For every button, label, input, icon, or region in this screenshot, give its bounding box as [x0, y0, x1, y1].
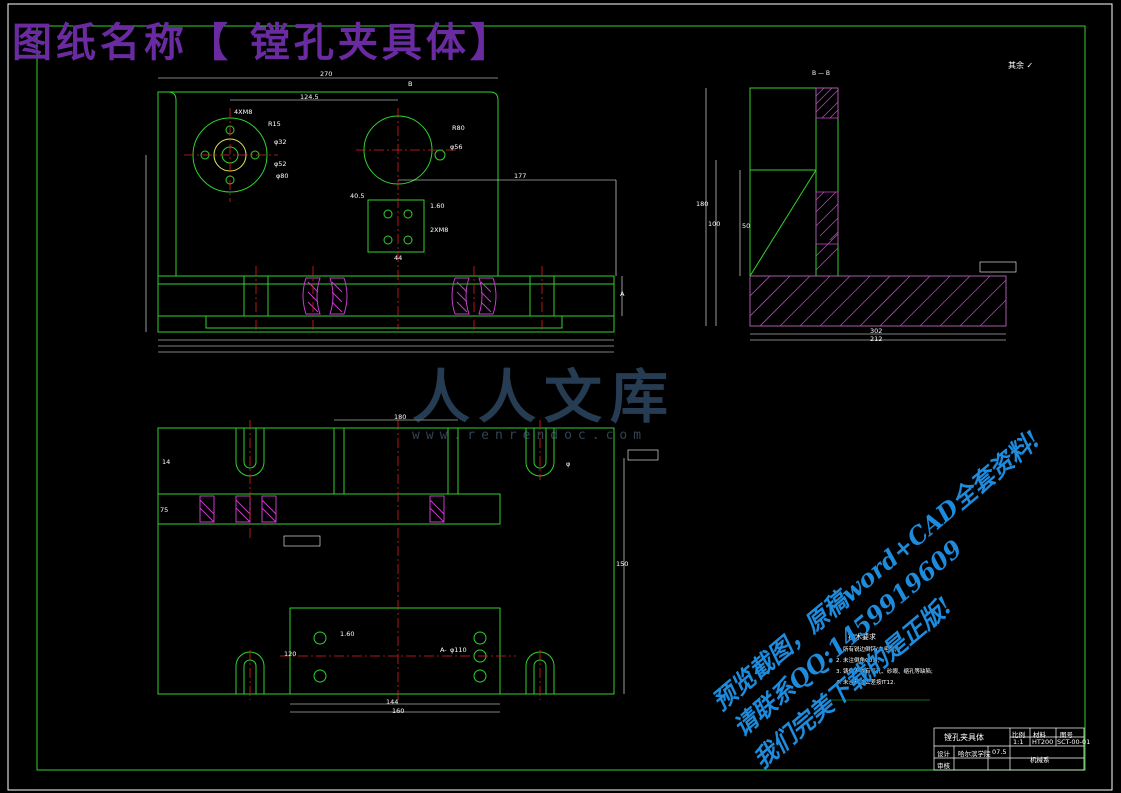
title-block-grid	[933, 727, 1085, 771]
dim-label: 212	[870, 335, 883, 343]
tech-requirements-title: 技术要求	[848, 633, 876, 641]
dim-label: 2XM8	[430, 226, 449, 234]
top-view	[157, 427, 615, 695]
tech-req-line-4: 4. 未注尺寸公差按IT12.	[836, 680, 896, 686]
title-block-header-number: 图号	[1060, 731, 1073, 739]
dim-label: 100	[708, 220, 721, 228]
watermark-url: www.renrendoc.com	[412, 428, 648, 443]
dim-label: φ110	[450, 646, 467, 654]
dim-label: 177	[514, 172, 527, 180]
dim-label: 180	[394, 413, 407, 421]
side-section-dimensions	[705, 88, 1017, 341]
dim-label: 75	[160, 506, 169, 514]
dim-label: φ52	[274, 160, 287, 168]
top-view-centerlines	[249, 420, 541, 700]
drawing-title: 图纸名称【 镗孔夹具体】	[12, 19, 514, 66]
dim-label: 270	[320, 70, 333, 78]
title-block-class: 机械系	[1030, 756, 1050, 764]
dim-label: B	[408, 80, 413, 88]
dim-label: A	[620, 290, 625, 298]
outer-frame	[7, 3, 1113, 791]
tech-req-line-3: 3. 铸件不得有气孔、砂眼、缩孔等缺陷;	[836, 669, 933, 675]
dim-label: 1.60	[340, 630, 355, 638]
dim-label: 14	[162, 458, 171, 466]
dim-label: 160	[392, 707, 405, 715]
surface-finish-label: 其余 ✓	[1008, 61, 1034, 70]
title-block-scale: 1:1	[1013, 738, 1024, 746]
inner-frame	[36, 25, 1086, 771]
dim-label: 40.5	[350, 192, 365, 200]
section-label: B — B	[812, 70, 831, 77]
title-block-header-scale: 比例	[1012, 731, 1025, 739]
dim-label: R80	[452, 124, 465, 132]
dim-label: 124.5	[300, 93, 319, 101]
dim-label: 4XM8	[234, 108, 253, 116]
dim-label: φ	[566, 460, 571, 468]
top-view-hatch	[199, 495, 445, 523]
dim-label: 144	[386, 698, 399, 706]
dim-label: 50	[742, 222, 751, 230]
watermark-brand: 人人文库	[412, 363, 677, 431]
title-block-year: 07.5	[992, 748, 1007, 756]
dim-label: 302	[870, 327, 883, 335]
title-block-drawing-no: SCT-00-01	[1057, 738, 1091, 746]
front-view	[157, 91, 615, 333]
top-view-dimensions	[283, 419, 659, 713]
title-block-school: 哈尔滨学院	[958, 750, 991, 758]
dim-label: φ56	[450, 143, 463, 151]
dim-label: 44	[394, 254, 403, 262]
side-section-view	[749, 87, 1007, 327]
title-block-designer: 设计	[937, 750, 950, 758]
dim-label: φ32	[274, 138, 287, 146]
title-block-checker: 审核	[937, 762, 950, 770]
dim-label: A-	[440, 646, 447, 654]
tech-req-line-1: 1. 所有锐边倒钝(去毛刺);	[836, 647, 899, 653]
title-block-header-material: 材料	[1033, 731, 1046, 739]
front-view-dimensions	[145, 77, 623, 353]
tech-req-line-2: 2. 未注倒角C0.5;	[836, 658, 880, 664]
dim-label: 120	[284, 650, 297, 658]
side-section-hatch	[749, 87, 1007, 327]
dim-label: 180	[696, 200, 709, 208]
dim-label: 1.60	[430, 202, 445, 210]
front-view-centerlines	[184, 108, 543, 330]
title-block-material: HT200	[1032, 738, 1054, 746]
title-block-part-name: 镗孔夹具体	[944, 733, 984, 742]
dim-label: R15	[268, 120, 281, 128]
front-view-hatch	[302, 277, 497, 315]
dim-label: φ80	[276, 172, 289, 180]
dim-label: 150	[616, 560, 629, 568]
